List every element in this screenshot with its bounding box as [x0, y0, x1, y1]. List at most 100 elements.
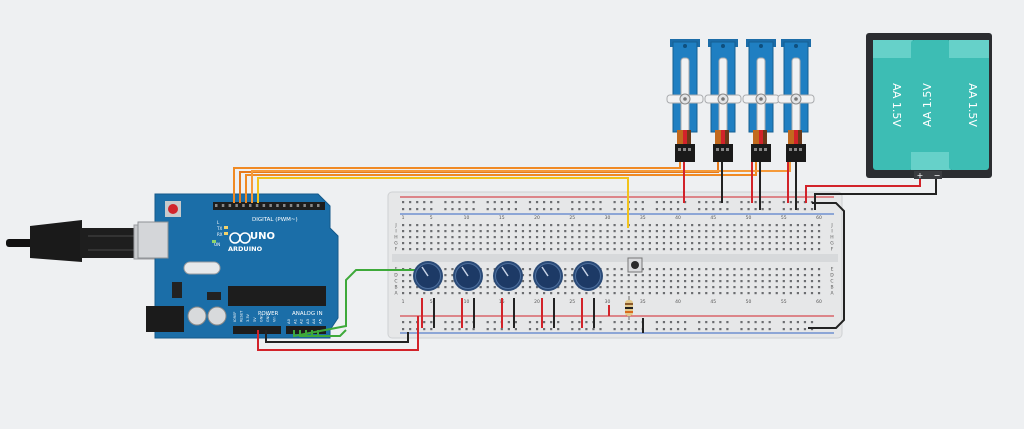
breadboard-hole[interactable]	[796, 280, 799, 283]
breadboard-rail-hole[interactable]	[747, 328, 750, 331]
breadboard-rail-hole[interactable]	[726, 328, 729, 331]
breadboard-hole[interactable]	[810, 280, 814, 283]
breadboard-hole[interactable]	[620, 280, 623, 283]
breadboard-rail-hole[interactable]	[430, 321, 433, 324]
breadboard-hole[interactable]	[648, 280, 651, 283]
breadboard-hole[interactable]	[726, 268, 729, 271]
breadboard-rail-hole[interactable]	[712, 208, 715, 211]
breadboard-hole[interactable]	[571, 242, 574, 245]
breadboard-rail-hole[interactable]	[698, 328, 701, 331]
breadboard-hole[interactable]	[402, 230, 405, 233]
breadboard-hole[interactable]	[451, 224, 454, 227]
breadboard-rail-hole[interactable]	[796, 321, 799, 324]
breadboard-hole[interactable]	[620, 268, 623, 271]
servo-3[interactable]	[742, 39, 780, 162]
breadboard-hole[interactable]	[472, 292, 475, 295]
breadboard-hole[interactable]	[676, 242, 680, 245]
breadboard-hole[interactable]	[761, 224, 764, 227]
breadboard-hole[interactable]	[719, 280, 722, 283]
breadboard-hole[interactable]	[712, 242, 715, 245]
breadboard-hole[interactable]	[409, 274, 412, 277]
breadboard-hole[interactable]	[817, 280, 821, 283]
breadboard-rail-hole[interactable]	[514, 328, 517, 331]
breadboard-hole[interactable]	[606, 248, 609, 251]
breadboard-rail-hole[interactable]	[514, 208, 517, 211]
breadboard-hole[interactable]	[754, 280, 757, 283]
breadboard-hole[interactable]	[444, 242, 447, 245]
breadboard-hole[interactable]	[409, 230, 412, 233]
breadboard-hole[interactable]	[712, 236, 715, 239]
breadboard-rail-hole[interactable]	[634, 328, 637, 331]
breadboard-hole[interactable]	[613, 236, 616, 239]
breadboard-hole[interactable]	[698, 274, 701, 277]
digital-pin[interactable]	[228, 204, 232, 207]
breadboard-rail-hole[interactable]	[789, 201, 792, 204]
breadboard-hole[interactable]	[514, 236, 517, 239]
breadboard-hole[interactable]	[613, 292, 616, 295]
breadboard-hole[interactable]	[698, 242, 701, 245]
breadboard-rail-hole[interactable]	[444, 321, 447, 324]
breadboard-hole[interactable]	[740, 236, 743, 239]
breadboard-hole[interactable]	[761, 286, 764, 289]
servo-connector[interactable]	[751, 144, 771, 162]
breadboard-hole[interactable]	[789, 236, 792, 239]
breadboard-rail-hole[interactable]	[465, 201, 468, 204]
breadboard-hole[interactable]	[528, 268, 532, 271]
breadboard-hole[interactable]	[726, 292, 729, 295]
breadboard-hole[interactable]	[514, 224, 517, 227]
breadboard-hole[interactable]	[684, 274, 687, 277]
breadboard-rail-hole[interactable]	[402, 201, 405, 204]
breadboard-hole[interactable]	[402, 242, 405, 245]
breadboard-hole[interactable]	[698, 280, 701, 283]
breadboard-hole[interactable]	[669, 242, 673, 245]
breadboard-hole[interactable]	[754, 292, 757, 295]
breadboard-rail-hole[interactable]	[571, 208, 574, 211]
breadboard-hole[interactable]	[669, 292, 673, 295]
breadboard-hole[interactable]	[648, 248, 651, 251]
breadboard-hole[interactable]	[514, 230, 517, 233]
breadboard-hole[interactable]	[775, 242, 778, 245]
breadboard-hole[interactable]	[761, 292, 764, 295]
breadboard-hole[interactable]	[444, 292, 447, 295]
breadboard-rail-hole[interactable]	[747, 208, 750, 211]
breadboard-rail-hole[interactable]	[662, 321, 666, 324]
breadboard-hole[interactable]	[627, 230, 630, 233]
breadboard-hole[interactable]	[684, 230, 687, 233]
breadboard-rail-hole[interactable]	[740, 201, 743, 204]
breadboard-hole[interactable]	[747, 242, 750, 245]
breadboard-rail-hole[interactable]	[705, 208, 708, 211]
breadboard-hole[interactable]	[803, 280, 807, 283]
breadboard-hole[interactable]	[613, 280, 616, 283]
breadboard-hole[interactable]	[416, 286, 419, 289]
breadboard-hole[interactable]	[740, 286, 743, 289]
breadboard-rail-hole[interactable]	[409, 328, 412, 331]
breadboard-hole[interactable]	[648, 230, 651, 233]
breadboard-hole[interactable]	[486, 274, 489, 277]
breadboard-rail-hole[interactable]	[528, 201, 532, 204]
breadboard-hole[interactable]	[571, 236, 574, 239]
breadboard-hole[interactable]	[641, 224, 644, 227]
breadboard-hole[interactable]	[705, 224, 708, 227]
breadboard-hole[interactable]	[500, 224, 503, 227]
breadboard-rail-hole[interactable]	[641, 208, 644, 211]
breadboard-hole[interactable]	[479, 242, 482, 245]
breadboard-hole[interactable]	[810, 286, 814, 289]
breadboard-hole[interactable]	[409, 292, 412, 295]
breadboard-hole[interactable]	[817, 230, 821, 233]
servo-connector[interactable]	[786, 144, 806, 162]
breadboard-rail-hole[interactable]	[486, 208, 489, 211]
breadboard-rail-hole[interactable]	[676, 321, 680, 324]
breadboard-hole[interactable]	[564, 274, 567, 277]
breadboard-hole[interactable]	[641, 230, 644, 233]
servo-1[interactable]	[666, 39, 704, 162]
digital-pin[interactable]	[269, 204, 272, 207]
breadboard-hole[interactable]	[768, 274, 771, 277]
breadboard-hole[interactable]	[634, 248, 637, 251]
breadboard-hole[interactable]	[691, 292, 694, 295]
breadboard-hole[interactable]	[698, 292, 701, 295]
breadboard-hole[interactable]	[669, 268, 673, 271]
breadboard-hole[interactable]	[754, 248, 757, 251]
breadboard-hole[interactable]	[641, 274, 644, 277]
breadboard-hole[interactable]	[726, 242, 729, 245]
breadboard-hole[interactable]	[514, 292, 517, 295]
